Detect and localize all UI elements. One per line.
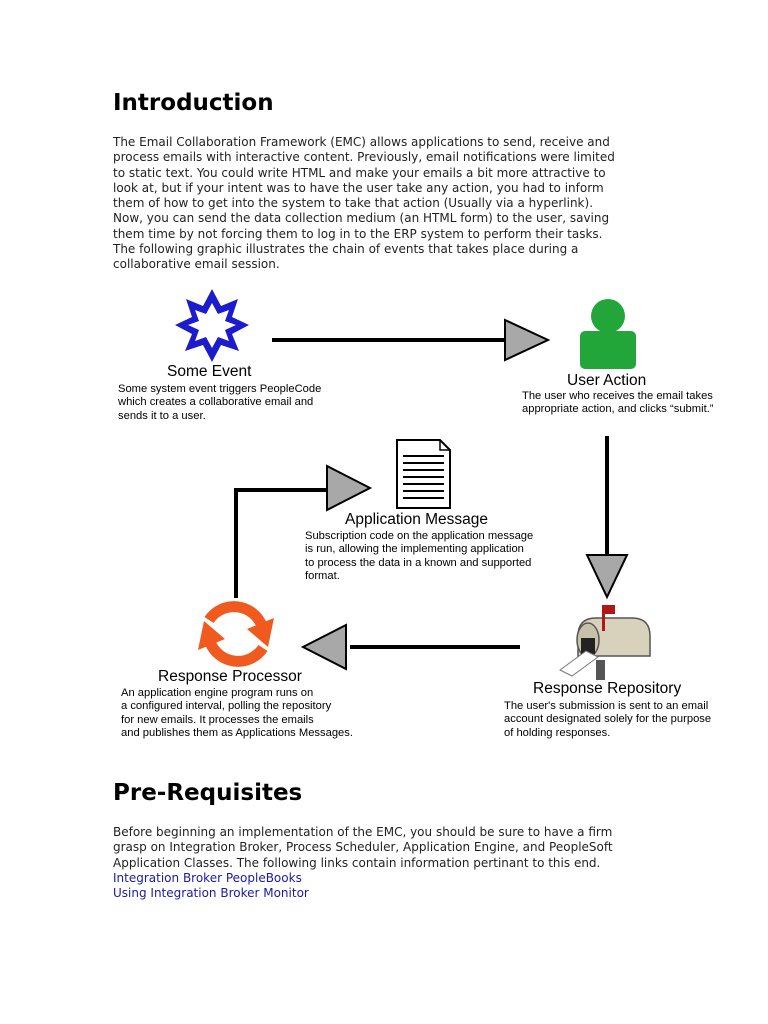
arrowhead-right-icon bbox=[326, 464, 373, 512]
application-message-description: Subscription code on the application mes… bbox=[305, 530, 534, 583]
arrowhead-right-icon bbox=[504, 318, 551, 362]
user-action-title: User Action bbox=[567, 372, 647, 389]
response-processor-description: An application engine program runs on a … bbox=[121, 687, 353, 740]
intro-line: them time by not forcing them to log in … bbox=[113, 226, 603, 241]
response-processor-title: Response Processor bbox=[158, 668, 302, 685]
intro-line: to static text. You could write HTML and… bbox=[113, 165, 606, 180]
intro-heading: Introduction bbox=[113, 90, 274, 116]
response-repository-description: The user's submission is sent to an emai… bbox=[504, 700, 712, 739]
integration-broker-monitor-link[interactable]: Using Integration Broker Monitor bbox=[113, 886, 309, 901]
intro-line: The Email Collaboration Framework (EMC) … bbox=[113, 135, 610, 149]
some-event-title: Some Event bbox=[167, 363, 252, 380]
intro-line: look at, but if your intent was to have … bbox=[113, 180, 604, 195]
prereq-line: Before beginning an implementation of th… bbox=[113, 825, 613, 839]
response-repository-title: Response Repository bbox=[533, 680, 682, 697]
intro-line: Now, you can send the data collection me… bbox=[113, 211, 610, 226]
prereq-line: Application Classes. The following links… bbox=[113, 855, 601, 870]
user-action-description: The user who receives the email takes ap… bbox=[522, 390, 714, 416]
intro-line: process emails with interactive content.… bbox=[113, 150, 615, 165]
intro-line: The following graphic illustrates the ch… bbox=[113, 242, 579, 257]
mailbox-icon bbox=[559, 605, 651, 680]
prereq-line: grasp on Integration Broker, Process Sch… bbox=[113, 840, 613, 855]
arrowhead-left-icon bbox=[300, 623, 347, 671]
arrowhead-down-icon bbox=[585, 554, 629, 600]
intro-line: collaborative email session. bbox=[113, 257, 280, 272]
intro-paragraph: The Email Collaboration Framework (EMC) … bbox=[113, 135, 653, 273]
some-event-description: Some system event triggers PeopleCode wh… bbox=[118, 383, 322, 422]
refresh-icon bbox=[198, 601, 274, 667]
document-icon bbox=[396, 439, 451, 509]
user-icon bbox=[580, 299, 636, 369]
prereq-heading: Pre-Requisites bbox=[113, 780, 303, 806]
integration-broker-peoplebooks-link[interactable]: Integration Broker PeopleBooks bbox=[113, 870, 302, 885]
connector-processor-to-message bbox=[234, 488, 328, 598]
intro-line: them of how to get into the system to ta… bbox=[113, 196, 594, 211]
prereq-paragraph: Before beginning an implementation of th… bbox=[113, 825, 653, 901]
application-message-title: Application Message bbox=[345, 511, 489, 528]
